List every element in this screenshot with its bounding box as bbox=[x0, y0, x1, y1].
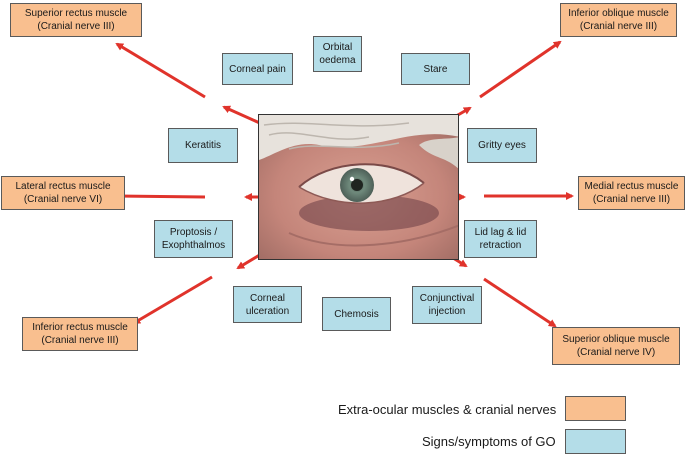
legend-signs-swatch bbox=[565, 429, 626, 454]
sign-corneal-ulceration: Corneal ulceration bbox=[233, 286, 302, 323]
legend-muscles-swatch bbox=[565, 396, 626, 421]
sign-lid-lag: Lid lag & lid retraction bbox=[464, 220, 537, 258]
arrow-corneal-pain bbox=[222, 105, 263, 126]
arrow-superior-oblique bbox=[483, 277, 557, 328]
muscle-lateral-rectus: Lateral rectus muscle (Cranial nerve VI) bbox=[1, 176, 125, 210]
muscle-superior-rectus: Superior rectus muscle (Cranial nerve II… bbox=[10, 3, 142, 37]
arrow-inferior-rectus bbox=[132, 275, 213, 325]
muscle-inferior-oblique: Inferior oblique muscle (Cranial nerve I… bbox=[560, 3, 677, 37]
sign-chemosis: Chemosis bbox=[322, 297, 391, 331]
arrow-inferior-oblique bbox=[479, 40, 562, 99]
arrow-superior-rectus bbox=[115, 42, 206, 99]
sign-conjunctival-injection: Conjunctival injection bbox=[412, 286, 482, 324]
sign-gritty-eyes: Gritty eyes bbox=[467, 128, 537, 163]
sign-orbital-oedema: Orbital oedema bbox=[313, 36, 362, 72]
sign-stare: Stare bbox=[401, 53, 470, 85]
sign-corneal-pain: Corneal pain bbox=[222, 53, 293, 85]
sign-proptosis: Proptosis / Exophthalmos bbox=[154, 220, 233, 258]
sign-keratitis: Keratitis bbox=[168, 128, 238, 163]
legend-muscles-label: Extra-ocular muscles & cranial nerves bbox=[338, 402, 557, 417]
muscle-medial-rectus: Medial rectus muscle (Cranial nerve III) bbox=[578, 176, 685, 210]
eye-photograph bbox=[258, 114, 459, 260]
arrow-lateral-rectus bbox=[114, 192, 206, 201]
legend-signs-label: Signs/symptoms of GO bbox=[422, 434, 556, 449]
muscle-superior-oblique: Superior oblique muscle (Cranial nerve I… bbox=[552, 327, 680, 365]
muscle-inferior-rectus: Inferior rectus muscle (Cranial nerve II… bbox=[22, 317, 138, 351]
